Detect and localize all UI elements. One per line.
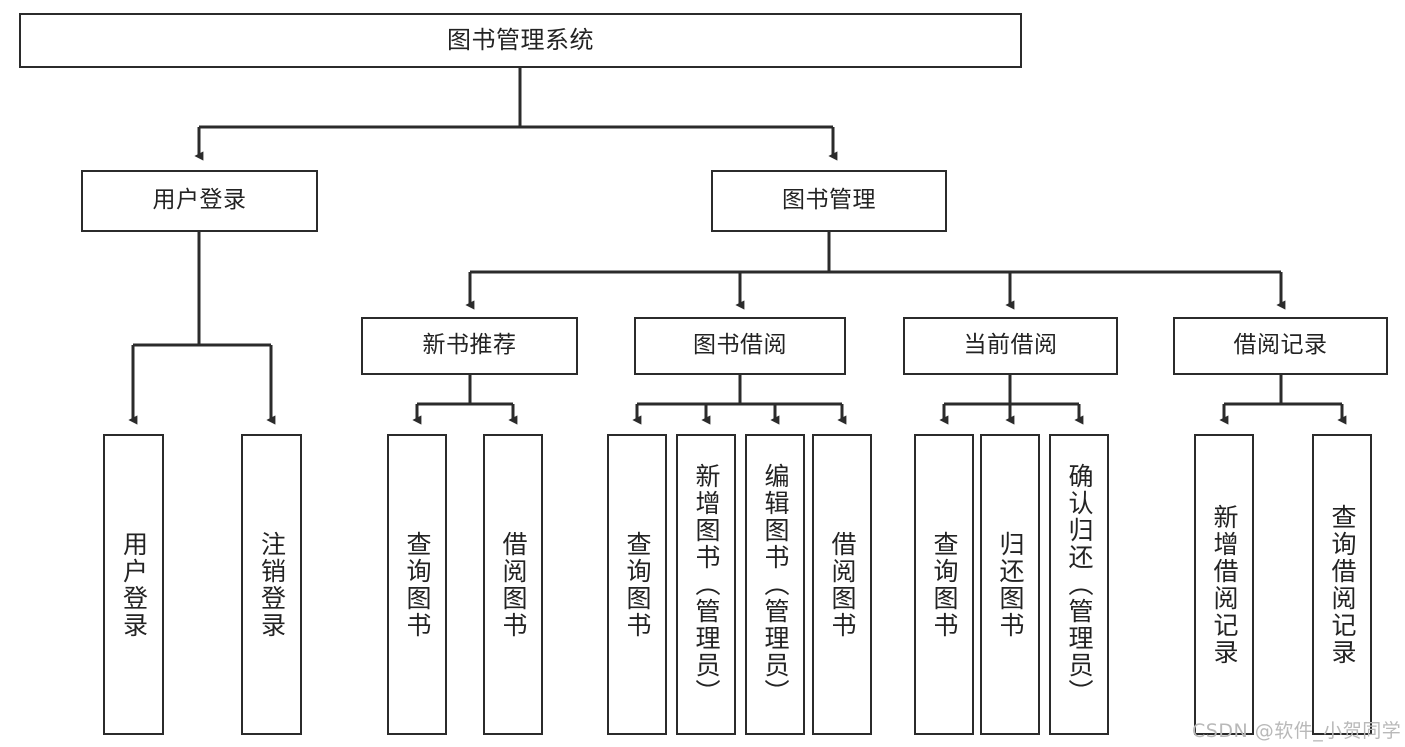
node-label: 查询图书 — [930, 530, 959, 639]
node-label: 编辑图书（管理员） — [761, 463, 790, 706]
leaf-borrow-query-book[interactable]: 查询图书 — [607, 434, 667, 735]
leaf-borrow-borrow-book[interactable]: 借阅图书 — [812, 434, 872, 735]
node-user-login[interactable]: 用户登录 — [81, 170, 318, 232]
leaf-borrow-add-book[interactable]: 新增图书（管理员） — [676, 434, 736, 735]
node-label: 新增图书（管理员） — [692, 463, 721, 706]
node-label: 查询图书 — [623, 530, 652, 639]
node-label: 归还图书 — [996, 530, 1025, 639]
node-current-borrow[interactable]: 当前借阅 — [903, 317, 1118, 375]
leaf-new-book-borrow[interactable]: 借阅图书 — [483, 434, 543, 735]
node-label: 图书借阅 — [693, 332, 787, 359]
node-label: 确认归还（管理员） — [1065, 463, 1094, 706]
node-label: 查询借阅记录 — [1328, 503, 1357, 666]
node-label: 新增借阅记录 — [1210, 503, 1239, 666]
leaf-user-login-login[interactable]: 用户登录 — [103, 434, 164, 735]
node-new-book-recommend[interactable]: 新书推荐 — [361, 317, 578, 375]
node-label: 图书管理系统 — [447, 26, 594, 55]
leaf-user-login-logout[interactable]: 注销登录 — [241, 434, 302, 735]
node-label: 用户登录 — [119, 530, 149, 639]
node-label: 注销登录 — [257, 530, 287, 639]
node-label: 借阅记录 — [1233, 332, 1328, 359]
leaf-current-return-book[interactable]: 归还图书 — [980, 434, 1040, 735]
leaf-record-query[interactable]: 查询借阅记录 — [1312, 434, 1372, 735]
leaf-borrow-edit-book[interactable]: 编辑图书（管理员） — [745, 434, 805, 735]
node-borrow-record[interactable]: 借阅记录 — [1173, 317, 1388, 375]
node-book-management[interactable]: 图书管理 — [711, 170, 947, 232]
node-label: 查询图书 — [403, 530, 432, 639]
csdn-watermark: CSDN @软件_小贺同学 — [1192, 720, 1402, 742]
node-label: 借阅图书 — [499, 530, 528, 639]
leaf-record-add[interactable]: 新增借阅记录 — [1194, 434, 1254, 735]
node-label: 用户登录 — [152, 187, 247, 214]
node-label: 新书推荐 — [422, 332, 517, 359]
node-label: 当前借阅 — [963, 332, 1058, 359]
node-root-system[interactable]: 图书管理系统 — [19, 13, 1022, 68]
leaf-new-book-query[interactable]: 查询图书 — [387, 434, 447, 735]
leaf-current-confirm-return[interactable]: 确认归还（管理员） — [1049, 434, 1109, 735]
node-label: 借阅图书 — [828, 530, 857, 639]
leaf-current-query-book[interactable]: 查询图书 — [914, 434, 974, 735]
node-label: 图书管理 — [782, 187, 876, 214]
node-book-borrow[interactable]: 图书借阅 — [634, 317, 846, 375]
